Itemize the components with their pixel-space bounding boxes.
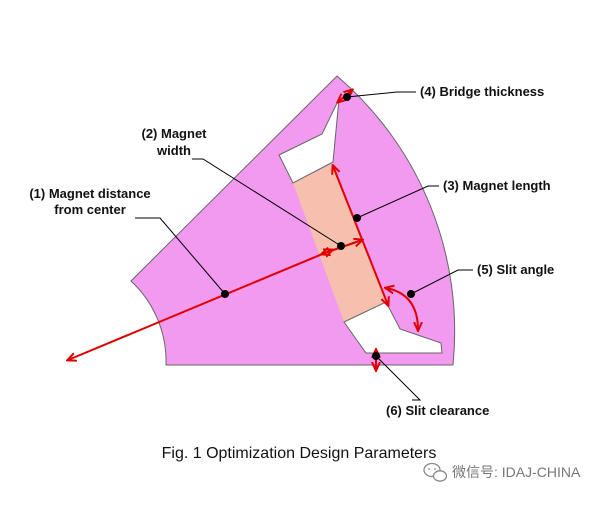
leader-magnet-length: [356, 185, 439, 219]
figure-caption: Fig. 1 Optimization Design Parameters: [162, 445, 437, 462]
dot-magnet-width: [337, 242, 345, 250]
wechat-watermark: 微信号: IDAJ-CHINA: [423, 462, 581, 482]
leader-magnet-width: [192, 158, 342, 247]
label-bridge-thickness: (4) Bridge thickness: [420, 84, 544, 99]
dot-magnet-length: [353, 214, 361, 222]
slit-angle-arc: [386, 288, 418, 330]
watermark-text: 微信号: IDAJ-CHINA: [452, 464, 581, 480]
leader-magnet-distance: [135, 217, 226, 295]
leader-slit-angle: [410, 269, 473, 295]
magnet-distance-arrow: [68, 250, 332, 360]
leader-slit-clearance: [375, 355, 422, 401]
rotor-core-sector: [130, 75, 456, 366]
label-magnet-distance-line2: from center: [54, 202, 126, 217]
dot-slit-angle: [407, 290, 415, 298]
label-magnet-width-line2: width: [156, 143, 191, 158]
leader-bridge-thickness: [346, 91, 416, 98]
label-magnet-length: (3) Magnet length: [443, 178, 551, 193]
dot-bridge-thickness: [343, 93, 351, 101]
label-magnet-width-line1: (2) Magnet: [142, 126, 208, 141]
dot-magnet-distance: [221, 290, 229, 298]
dot-slit-clearance: [372, 352, 380, 360]
magnet-length-arrow: [333, 166, 388, 305]
label-slit-clearance: (6) Slit clearance: [386, 403, 489, 418]
wechat-icon: [423, 462, 448, 482]
leader-lines: [135, 91, 473, 401]
upper-slit: [278, 98, 340, 184]
marker-dots: [221, 93, 415, 360]
label-magnet-distance-line1: (1) Magnet distance: [29, 186, 150, 201]
label-slit-angle: (5) Slit angle: [477, 262, 554, 277]
